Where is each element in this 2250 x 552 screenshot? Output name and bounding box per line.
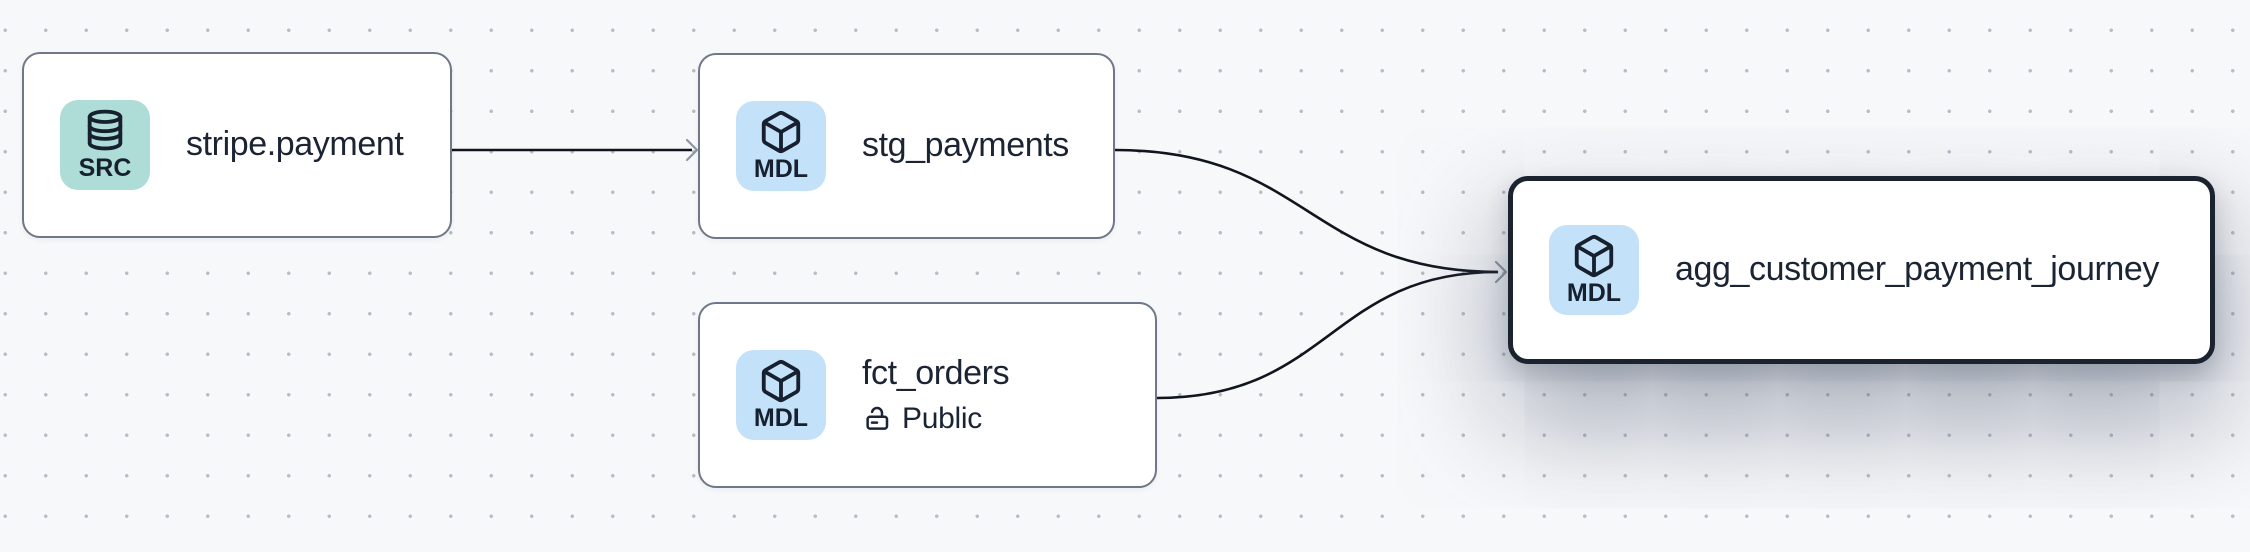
model-type-badge: MDL xyxy=(736,350,826,440)
arrowhead-icon xyxy=(685,138,699,162)
database-icon xyxy=(87,110,123,151)
model-type-badge: MDL xyxy=(1549,225,1639,315)
cube-icon xyxy=(761,111,801,154)
lineage-node-stg-payments[interactable]: MDL stg_payments xyxy=(698,53,1115,239)
cube-icon xyxy=(761,360,801,403)
access-meta: Public xyxy=(862,402,1009,435)
node-label: fct_orders xyxy=(862,354,1010,393)
node-label: stg_payments xyxy=(862,126,1069,165)
edge-fct-orders-to-agg xyxy=(1156,270,1499,400)
badge-label: SRC xyxy=(78,154,132,183)
lineage-node-agg-customer-payment-journey[interactable]: MDL agg_customer_payment_journey xyxy=(1508,176,2215,364)
arrowhead-icon xyxy=(1494,260,1508,284)
lineage-node-fct-orders[interactable]: MDL fct_orders Public xyxy=(698,302,1157,488)
unlock-icon xyxy=(866,406,889,431)
edge-stg-payments-to-agg xyxy=(1114,148,1499,274)
access-label: Public xyxy=(902,401,982,435)
badge-label: MDL xyxy=(753,404,809,433)
badge-label: MDL xyxy=(1566,279,1622,308)
model-type-badge: MDL xyxy=(736,101,826,191)
cube-icon xyxy=(1574,235,1614,278)
node-label: agg_customer_payment_journey xyxy=(1675,250,2159,289)
lineage-node-stripe-payment[interactable]: SRC stripe.payment xyxy=(22,52,452,238)
badge-label: MDL xyxy=(753,155,809,184)
source-type-badge: SRC xyxy=(60,100,150,190)
node-label: stripe.payment xyxy=(186,125,404,164)
